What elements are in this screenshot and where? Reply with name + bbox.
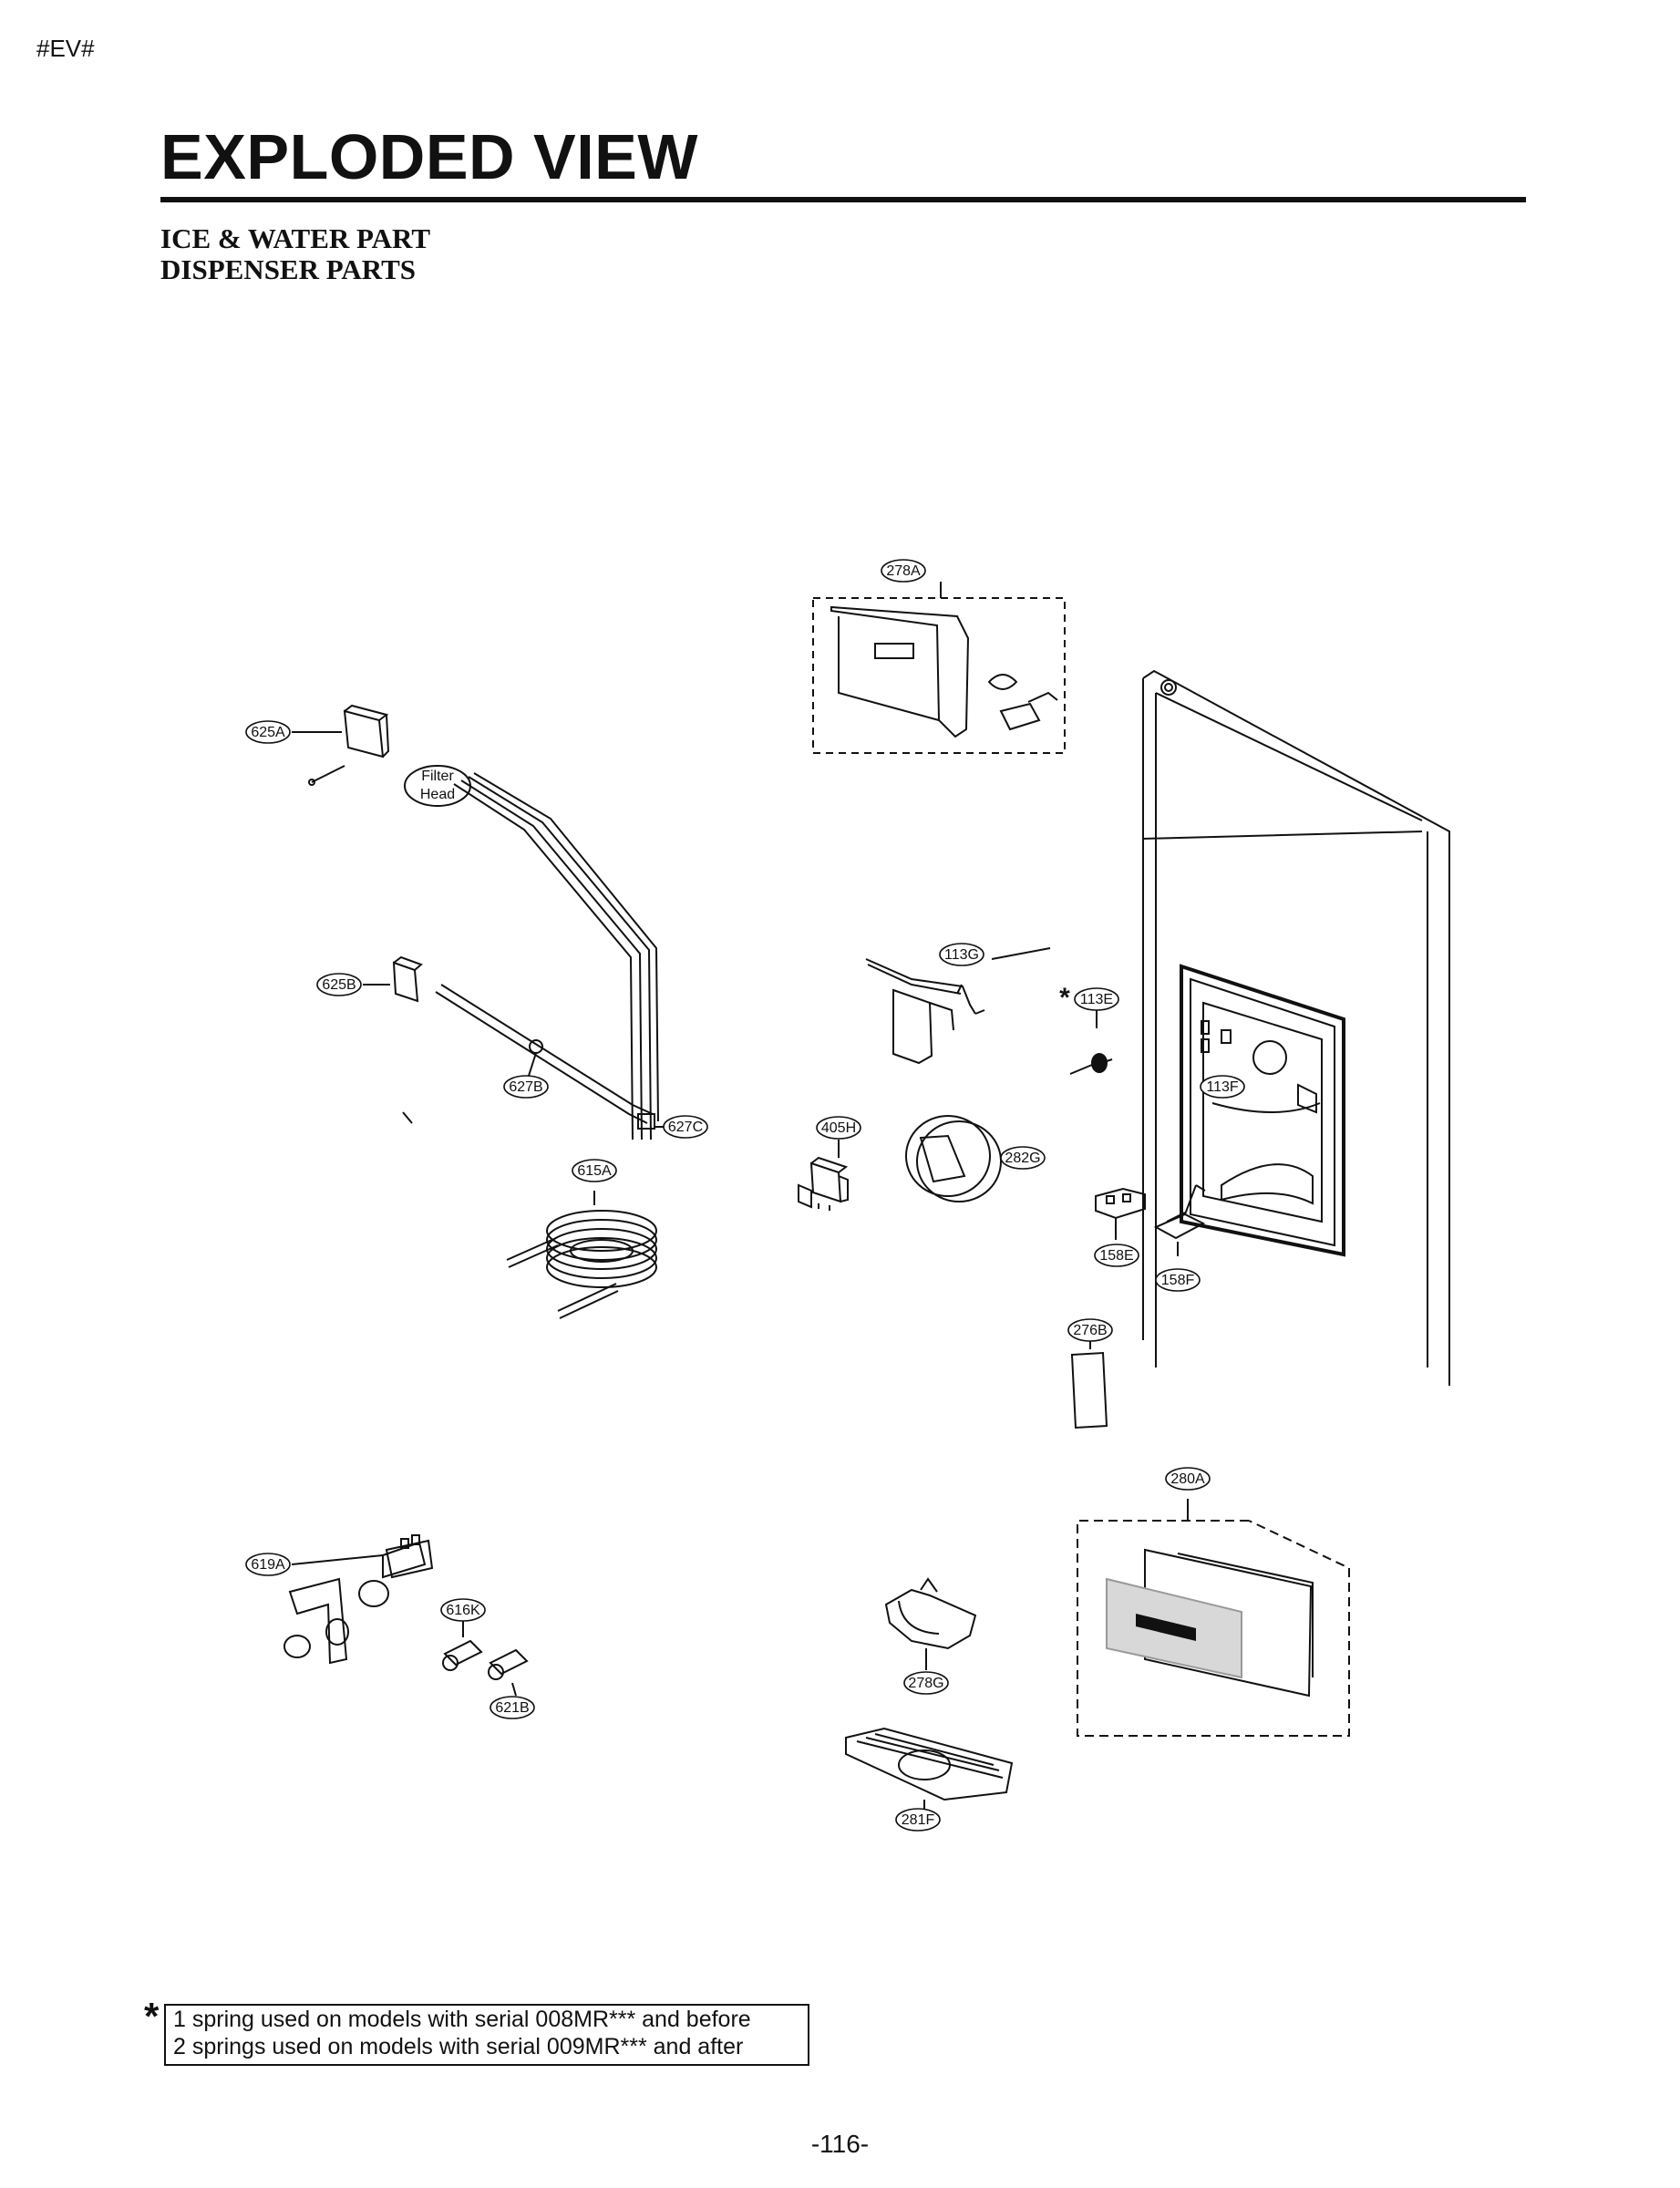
callout-278A xyxy=(881,559,926,583)
label-113F: 113F xyxy=(1206,1079,1239,1095)
callout-627B xyxy=(503,1075,549,1099)
callout-281F xyxy=(895,1808,941,1832)
title-rule xyxy=(160,197,1526,202)
label-616K: 616K xyxy=(446,1603,480,1618)
label-278A: 278A xyxy=(886,563,921,579)
part-405H-solenoid xyxy=(798,1140,849,1211)
callout-158F xyxy=(1155,1268,1201,1292)
label-158F: 158F xyxy=(1161,1273,1195,1288)
page-title: EXPLODED VIEW xyxy=(160,121,698,192)
label-619A: 619A xyxy=(251,1557,285,1573)
part-278A-bracket xyxy=(812,582,1066,754)
label-filter-head-1: Filter xyxy=(421,769,454,784)
page-number: -116- xyxy=(810,2130,870,2158)
label-282G: 282G xyxy=(1005,1151,1040,1166)
callout-280A xyxy=(1165,1467,1211,1491)
note-asterisk: * xyxy=(144,1995,160,2038)
part-113G-bracket xyxy=(865,958,985,1065)
part-282G-cover xyxy=(905,1115,1008,1202)
subtitle-ice-water: ICE & WATER PART xyxy=(160,222,431,254)
document-tag: #EV# xyxy=(36,35,95,62)
part-619A-valve xyxy=(283,1534,434,1665)
callout-113F xyxy=(1200,1075,1245,1099)
callout-113G xyxy=(939,943,984,966)
callout-616K xyxy=(440,1598,486,1622)
asterisk-113E: * xyxy=(1059,983,1070,1013)
label-113E: 113E xyxy=(1080,992,1113,1007)
label-281F: 281F xyxy=(902,1812,935,1828)
part-615A-coil xyxy=(506,1191,657,1319)
note-line-2: 2 springs used on models with serial 009… xyxy=(173,2034,744,2059)
callout-276B xyxy=(1067,1318,1113,1342)
callout-625A xyxy=(245,720,291,744)
part-158E-158F xyxy=(1095,1184,1206,1256)
part-625A-box xyxy=(292,704,390,786)
callout-282G xyxy=(1000,1146,1046,1170)
filter-head-tubing xyxy=(404,765,659,1140)
callout-278G xyxy=(903,1671,949,1695)
part-callouts xyxy=(245,559,1245,1832)
part-616K-621B-fittings xyxy=(442,1621,529,1697)
note-line-1: 1 spring used on models with serial 008M… xyxy=(173,2007,751,2032)
dispenser-housing xyxy=(1180,964,1345,1257)
door-panel xyxy=(1142,669,1450,1386)
part-113E-spring xyxy=(1069,1010,1113,1075)
part-281F-tray xyxy=(845,1727,1014,1811)
callout-158E xyxy=(1094,1244,1139,1267)
label-627C: 627C xyxy=(668,1120,703,1135)
part-276B-cover xyxy=(1070,1340,1108,1429)
spring-note-box: 1 spring used on models with serial 008M… xyxy=(164,2004,809,2066)
label-627B: 627B xyxy=(509,1079,542,1095)
part-278G-funnel xyxy=(884,1577,977,1670)
callout-405H xyxy=(816,1116,861,1140)
part-280A-assembly xyxy=(1077,1499,1350,1737)
label-621B: 621B xyxy=(495,1700,529,1716)
part-labels: 278A 625A Filter Head 625B 627B 627C 615… xyxy=(251,563,1239,1828)
callout-113E xyxy=(1074,987,1119,1011)
label-405H: 405H xyxy=(821,1120,856,1136)
callout-619A xyxy=(245,1553,291,1576)
label-276B: 276B xyxy=(1073,1323,1107,1338)
label-113G: 113G xyxy=(944,947,979,963)
label-158E: 158E xyxy=(1099,1248,1133,1264)
label-280A: 280A xyxy=(1170,1471,1205,1487)
part-625B-tube xyxy=(363,955,664,1130)
callout-625B xyxy=(316,973,362,996)
label-615A: 615A xyxy=(577,1163,612,1179)
label-625B: 625B xyxy=(322,977,356,993)
callout-621B xyxy=(490,1696,535,1719)
subtitle-dispenser-parts: DISPENSER PARTS xyxy=(160,253,416,285)
callout-615A xyxy=(572,1159,617,1182)
callout-627C xyxy=(663,1115,708,1139)
label-filter-head-2: Head xyxy=(420,787,455,802)
label-278G: 278G xyxy=(908,1676,943,1691)
label-625A: 625A xyxy=(251,725,285,740)
